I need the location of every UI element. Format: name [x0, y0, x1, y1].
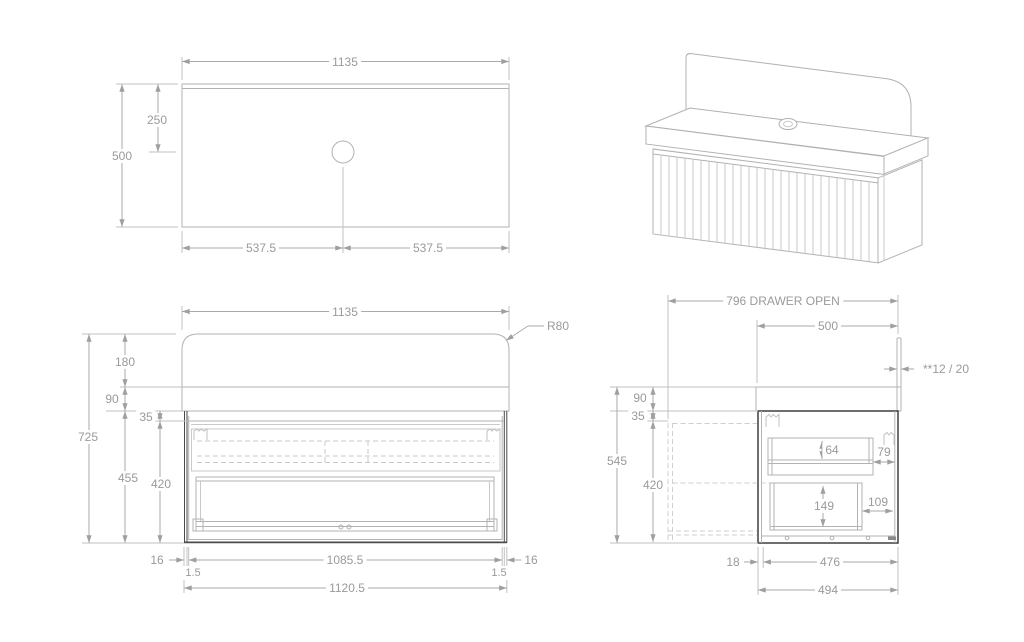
- side-bottom-drawer-back-dim: 109: [864, 495, 892, 509]
- front-left-gap-dim: 1.5: [182, 566, 204, 580]
- side-depth-dim: 500: [814, 319, 842, 333]
- side-wall-gap-dim: 18: [723, 555, 743, 569]
- side-view: [667, 337, 902, 544]
- front-radius-dim: R80: [543, 319, 573, 333]
- iso-tap-hole-inner: [783, 120, 793, 128]
- side-opening-height-dim: 420: [639, 478, 667, 492]
- front-cabinet-height-dim: 455: [114, 471, 142, 485]
- side-top-drawer-back-dim: 79: [874, 445, 894, 459]
- plan-width-dim: 1135: [329, 54, 361, 69]
- front-backsplash: [181, 333, 510, 388]
- side-splash-thickness-dim: **12 / 20: [919, 362, 973, 376]
- side-cabinet: [757, 410, 899, 544]
- plan-depth-dim: 500: [108, 149, 136, 163]
- front-cabinet-width-dim: 1120.5: [326, 581, 368, 595]
- front-view: [181, 333, 510, 544]
- side-internal-depth-dim: 476: [816, 555, 844, 569]
- front-splash-height-dim: 180: [111, 355, 139, 369]
- front-left-overhang-dim: 16: [147, 553, 167, 567]
- front-reveal-dim: 35: [136, 410, 156, 424]
- plan-view: [181, 83, 510, 228]
- side-top-drawer-clear-dim: 64: [822, 443, 842, 457]
- benchtop-outline: [181, 83, 510, 228]
- front-total-height-dim: 725: [74, 430, 102, 444]
- side-drawer-open-dim: 796 DRAWER OPEN: [723, 294, 843, 308]
- side-cabinet-height-dim: 545: [603, 454, 631, 468]
- iso-benchtop-side: [883, 137, 929, 175]
- plan-dimensions: [116, 57, 510, 253]
- plan-hole-right-dim: 537.5: [409, 241, 447, 255]
- waste-hole: [331, 140, 355, 164]
- side-reveal-dim: 35: [628, 409, 648, 423]
- front-right-gap-dim: 1.5: [488, 566, 510, 580]
- front-opening-width-dim: 1085.5: [323, 553, 367, 567]
- front-bench-height-dim: 90: [102, 392, 122, 406]
- front-width-dim: 1135: [329, 304, 361, 319]
- iso-fluted-front: [652, 148, 879, 264]
- side-bottom-drawer-clear-dim: 149: [810, 499, 838, 513]
- front-opening-height-dim: 420: [147, 477, 175, 491]
- iso-cabinet-side: [877, 159, 923, 264]
- side-cabinet-depth-dim: 494: [814, 583, 842, 597]
- side-bench-height-dim: 90: [630, 391, 650, 405]
- side-benchtop: [755, 386, 902, 412]
- plan-hole-offset-dim: 250: [143, 113, 171, 127]
- front-dimensions: [82, 306, 545, 593]
- front-benchtop: [181, 386, 510, 412]
- isometric-view: [644, 53, 930, 264]
- front-right-overhang-dim: 16: [521, 553, 541, 567]
- plan-hole-left-dim: 537.5: [242, 241, 280, 255]
